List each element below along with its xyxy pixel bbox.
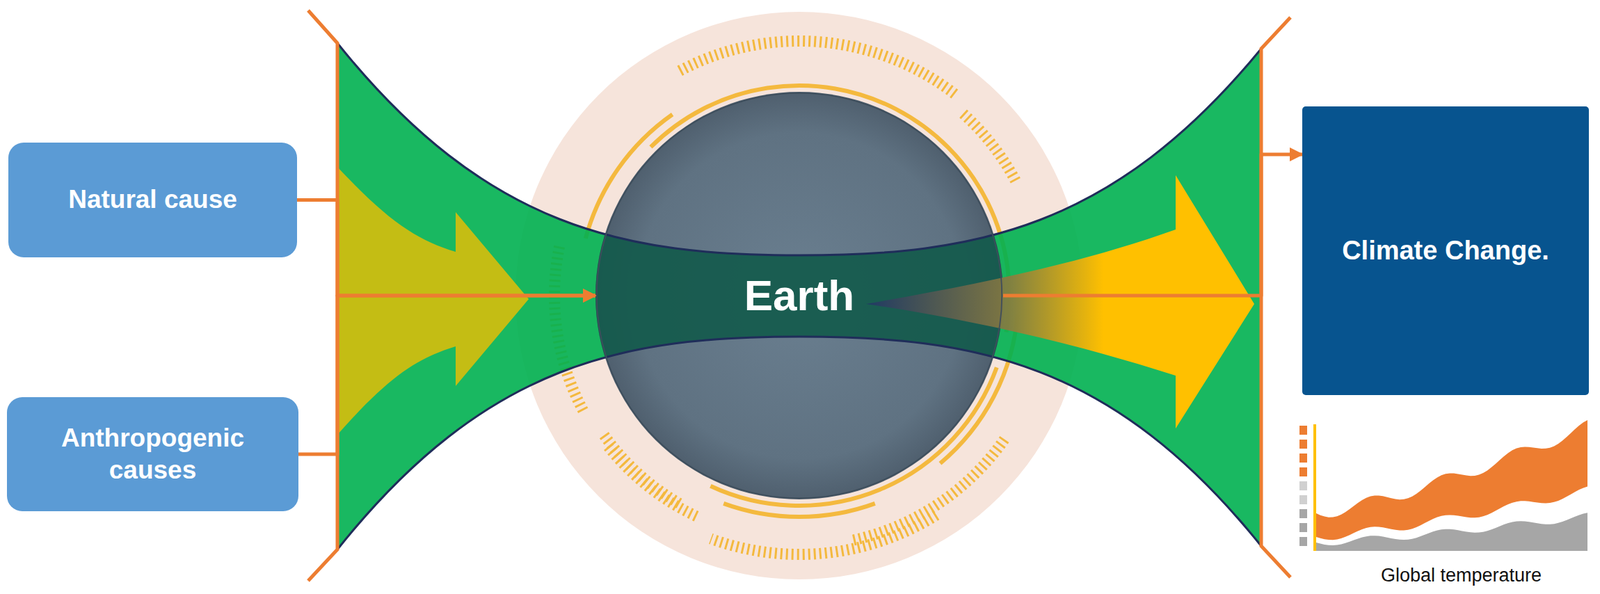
node-text: Earth: [744, 268, 855, 323]
node-text: Natural cause: [68, 183, 238, 216]
node-text: Anthropogenic causes: [19, 422, 286, 487]
axis-marker: [1299, 425, 1308, 435]
input-arrow: [337, 166, 529, 435]
temperature-chart: [1299, 420, 1588, 551]
orbit-ticks: [963, 113, 1016, 181]
axis-marker: [1299, 509, 1308, 519]
axis-marker: [1299, 523, 1308, 533]
node-text: Climate Change.: [1341, 234, 1550, 268]
right-bracket: [1261, 17, 1291, 578]
axis-marker: [1299, 537, 1308, 547]
chart-caption: Global temperature: [1380, 564, 1542, 587]
earth-circle: Earth: [595, 91, 1004, 500]
axis-marker: [1299, 481, 1308, 491]
left-bracket: [308, 10, 338, 581]
connector: [297, 200, 596, 297]
axis-line: [1313, 424, 1317, 551]
cause-box: Anthropogenic causes: [6, 397, 299, 512]
connector: [298, 295, 596, 455]
connector: [1003, 154, 1303, 296]
cause-box: Natural cause: [8, 142, 298, 258]
orbit-ticks: [679, 41, 956, 96]
orbit-ticks: [710, 514, 937, 555]
orbit-arc: [723, 503, 876, 517]
axis-marker: [1299, 467, 1308, 477]
baseline-band: [1316, 512, 1588, 551]
axis-marker: [1299, 495, 1308, 505]
axis-marker: [1299, 453, 1308, 463]
warming-band: [1316, 420, 1588, 540]
axis-marker: [1299, 439, 1308, 449]
effect-box: Climate Change.: [1302, 106, 1589, 396]
output-arrow: [866, 175, 1255, 429]
